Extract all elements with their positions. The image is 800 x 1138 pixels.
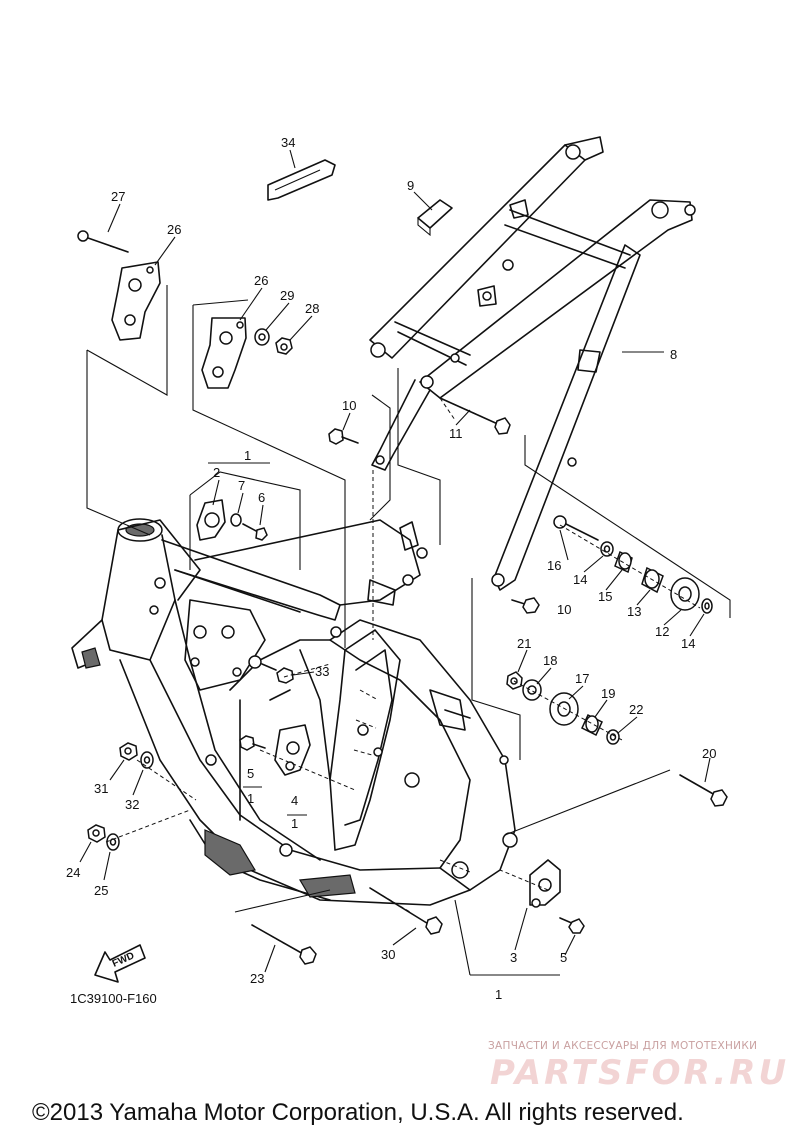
callout-1: 1 [244, 448, 251, 463]
callout-27: 27 [111, 189, 125, 204]
callout-5: 5 [560, 950, 567, 965]
main-frame [71, 518, 518, 906]
fwd-label: FWD [111, 950, 136, 969]
callout-3: 3 [510, 950, 517, 965]
callout-34: 34 [281, 135, 295, 150]
callout-29: 29 [280, 288, 294, 303]
callout-18: 18 [543, 653, 557, 668]
callouts: 34 27 26 26 29 28 9 8 10 11 1 2 7 6 16 1… [66, 135, 716, 1002]
callout-9: 9 [407, 178, 414, 193]
callout-14: 14 [573, 572, 587, 587]
callout-28: 28 [305, 301, 319, 316]
callout-15: 15 [598, 589, 612, 604]
callout-32: 32 [125, 797, 139, 812]
watermark-tagline: ЗАПЧАСТИ И АКСЕССУАРЫ ДЛЯ МОТОТЕХНИКИ [488, 1040, 758, 1052]
callout-30: 30 [381, 947, 395, 962]
callout-12: 12 [655, 624, 669, 639]
callout-26: 26 [254, 273, 268, 288]
copyright-notice: ©2013 Yamaha Motor Corporation, U.S.A. A… [32, 1099, 684, 1126]
callout-4: 4 [291, 793, 298, 808]
callout-33: 33 [315, 664, 329, 679]
callout-24: 24 [66, 865, 80, 880]
callout-16: 16 [547, 558, 561, 573]
callout-11: 11 [449, 426, 463, 441]
callout-19: 19 [601, 686, 615, 701]
callout-22: 22 [629, 702, 643, 717]
callout-5: 5 [247, 766, 254, 781]
callout-31: 31 [94, 781, 108, 796]
callout-13: 13 [627, 604, 641, 619]
callout-2: 2 [213, 465, 220, 480]
callout-23: 23 [250, 971, 264, 986]
watermark-brand: PARTSFOR.RU [490, 1053, 790, 1093]
callout-20: 20 [702, 746, 716, 761]
callout-26: 26 [167, 222, 181, 237]
callout-8: 8 [670, 347, 677, 362]
callout-10: 10 [557, 602, 571, 617]
callout-21: 21 [517, 636, 531, 651]
callout-1: 1 [291, 816, 298, 831]
callout-1: 1 [495, 987, 502, 1002]
reference-lines [79, 149, 731, 976]
fwd-arrow-icon: FWD [94, 944, 146, 983]
callout-1: 1 [247, 791, 254, 806]
small-parts [77, 159, 728, 965]
callout-17: 17 [575, 671, 589, 686]
callout-7: 7 [238, 478, 245, 493]
rear-subframe [369, 136, 696, 591]
callout-25: 25 [94, 883, 108, 898]
callout-14: 14 [681, 636, 695, 651]
diagram-code: 1C39100-F160 [70, 991, 157, 1006]
callout-6: 6 [258, 490, 265, 505]
callout-10: 10 [342, 398, 356, 413]
